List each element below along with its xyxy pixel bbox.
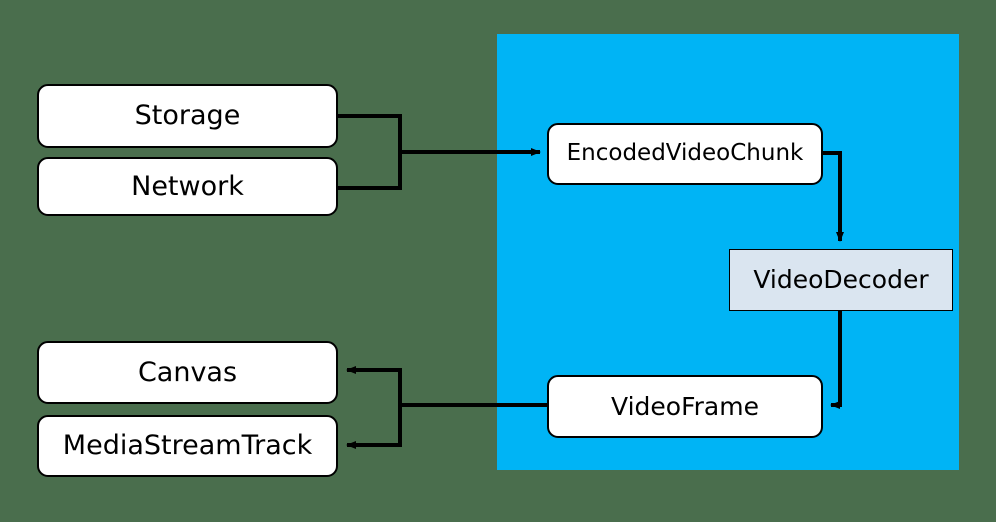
node-storage[interactable]: Storage bbox=[37, 84, 338, 148]
node-videodecoder[interactable]: VideoDecoder bbox=[729, 249, 953, 311]
node-videoframe[interactable]: VideoFrame bbox=[547, 375, 823, 438]
node-encodedvideochunk[interactable]: EncodedVideoChunk bbox=[547, 123, 823, 185]
node-network[interactable]: Network bbox=[37, 157, 338, 216]
node-canvas[interactable]: Canvas bbox=[37, 341, 338, 404]
node-mediastreamtrack[interactable]: MediaStreamTrack bbox=[37, 415, 338, 477]
